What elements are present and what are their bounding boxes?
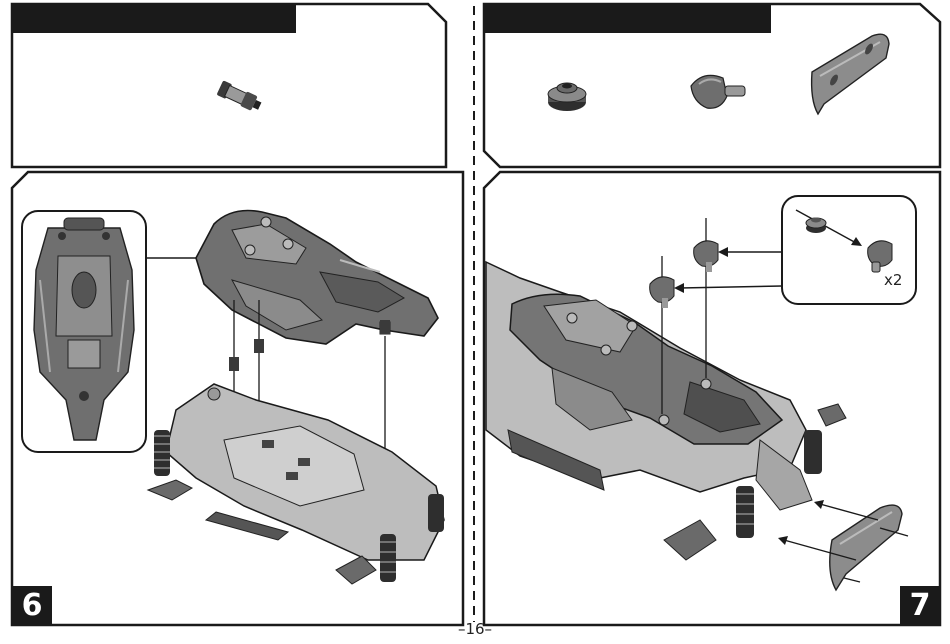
step-6-parts-panel [12,4,446,167]
body-shell-underside-detail [22,211,146,452]
step-7-panel [484,172,940,625]
step-6-panel [12,172,463,625]
page-number: –16– [445,620,505,638]
step-7-number: 7 [900,586,940,626]
step-6-number: 6 [12,586,52,626]
step-7-parts-panel [484,4,940,167]
quantity-label: x2 [884,271,902,289]
